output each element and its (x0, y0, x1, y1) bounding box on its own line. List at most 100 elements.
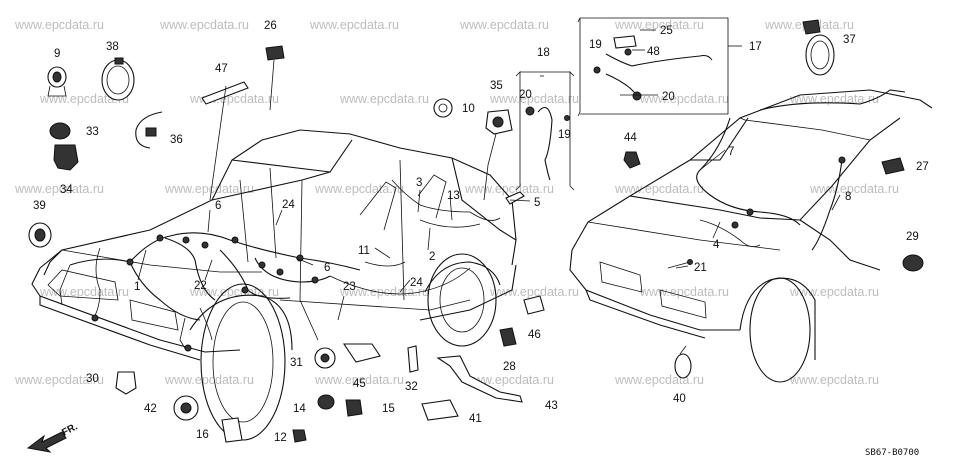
part-43-bracket (436, 355, 523, 403)
part-12-clip (292, 429, 307, 443)
part-41-unit (421, 399, 459, 421)
watermark: www.epcdata.ru (459, 18, 549, 32)
callout-label: 28 (503, 361, 516, 373)
part-29-grommet (902, 254, 924, 272)
watermark: www.epcdata.ru (339, 92, 429, 106)
left-car-harness (59, 179, 501, 352)
callout-label: 9 (54, 48, 60, 60)
part-5-cover (505, 191, 525, 205)
callout-label: 38 (106, 41, 119, 53)
callout-label: 32 (405, 381, 418, 393)
callout-label: 27 (916, 161, 929, 173)
part-10-grommet (433, 98, 453, 118)
diagram-code: SB67-B0700 (865, 448, 919, 458)
watermark: www.epcdata.ru (489, 92, 579, 106)
watermark: www.epcdata.ru (39, 285, 129, 299)
callout-label: 45 (353, 378, 366, 390)
part-44-grommet (623, 151, 641, 169)
watermark-layer: www.epcdata.ru www.epcdata.ru www.epcdat… (14, 18, 899, 387)
callout-label: 19 (589, 39, 602, 51)
watermark: www.epcdata.ru (14, 18, 104, 32)
leader-lines (137, 29, 841, 321)
callout-label: 4 (713, 239, 720, 251)
watermark: www.epcdata.ru (309, 18, 399, 32)
part-42-horn (173, 395, 199, 421)
watermark: www.epcdata.ru (639, 92, 729, 106)
callout-label: 35 (490, 80, 503, 92)
callout-label: 19 (558, 129, 571, 141)
callout-label: 11 (358, 245, 370, 257)
callout-label: 14 (293, 403, 306, 415)
callout-label: 42 (144, 403, 157, 415)
right-car-outline (569, 89, 933, 383)
callout-label: 6 (324, 262, 330, 274)
watermark: www.epcdata.ru (614, 373, 704, 387)
callout-label: 47 (215, 63, 228, 75)
right-car-harness (667, 89, 906, 269)
part-47-bracket (201, 81, 249, 201)
part-27-connector (881, 157, 905, 175)
callout-label: 48 (647, 46, 660, 58)
watermark: www.epcdata.ru (464, 182, 554, 196)
callout-label: 30 (86, 373, 99, 385)
callout-label: 1 (134, 281, 140, 293)
part-31-relay (314, 347, 336, 369)
part-39-grommet (28, 222, 52, 248)
callout-label: 40 (673, 393, 686, 405)
callout-label: 20 (662, 91, 675, 103)
watermark: www.epcdata.ru (789, 373, 879, 387)
part-36-clip (135, 111, 163, 149)
callout-label: 46 (528, 329, 541, 341)
part-14-grommet (317, 394, 335, 410)
callout-label: 20 (519, 89, 532, 101)
watermark: www.epcdata.ru (789, 285, 879, 299)
part-15-bracket (345, 399, 363, 417)
callout-label: 25 (660, 25, 673, 37)
callout-label: 8 (845, 191, 851, 203)
callout-label: 31 (290, 357, 303, 369)
callout-label: 26 (264, 20, 277, 32)
watermark: www.epcdata.ru (789, 92, 879, 106)
watermark: www.epcdata.ru (164, 182, 254, 196)
part-46-bracket (523, 295, 545, 315)
callout-label: 33 (86, 126, 99, 138)
part-45-bracket (342, 343, 381, 363)
callout-label: 18 (537, 47, 550, 59)
part-9-grommet (47, 66, 67, 97)
callout-label: 34 (60, 184, 73, 196)
callout-label: 41 (469, 413, 482, 425)
watermark: www.epcdata.ru (14, 182, 104, 196)
watermark: www.epcdata.ru (314, 182, 404, 196)
watermark: www.epcdata.ru (464, 373, 554, 387)
callout-label: 5 (534, 197, 540, 209)
callout-label: 37 (843, 34, 856, 46)
front-direction-label: FR. (60, 421, 80, 438)
callout-label: 12 (274, 432, 287, 444)
callout-label: 24 (282, 199, 295, 211)
part-33-grommet (49, 122, 71, 140)
callout-label: 36 (170, 134, 183, 146)
callout-label: 23 (343, 281, 356, 293)
part-26-clip (265, 45, 285, 111)
watermark: www.epcdata.ru (639, 285, 729, 299)
watermark: www.epcdata.ru (39, 92, 129, 106)
part-18-subharness (515, 71, 575, 191)
callout-label: 29 (906, 231, 919, 243)
callout-label: 2 (429, 251, 435, 263)
watermark: www.epcdata.ru (159, 18, 249, 32)
part-40-tie (674, 345, 692, 379)
callout-label: 44 (624, 132, 637, 144)
callout-label: 22 (194, 280, 207, 292)
part-37-clamp (802, 19, 835, 76)
part-30-grommet (115, 371, 137, 395)
watermark: www.epcdata.ru (164, 373, 254, 387)
callout-label: 39 (33, 200, 46, 212)
callout-labels: 1 2 3 4 5 6 6 7 8 9 10 11 12 13 14 15 16… (33, 20, 929, 444)
callout-label: 6 (215, 200, 221, 212)
front-direction-arrow-icon: FR. (26, 421, 80, 453)
callout-label: 24 (410, 277, 423, 289)
watermark: www.epcdata.ru (14, 373, 104, 387)
part-38-band (101, 57, 135, 101)
callout-label: 7 (728, 146, 734, 158)
